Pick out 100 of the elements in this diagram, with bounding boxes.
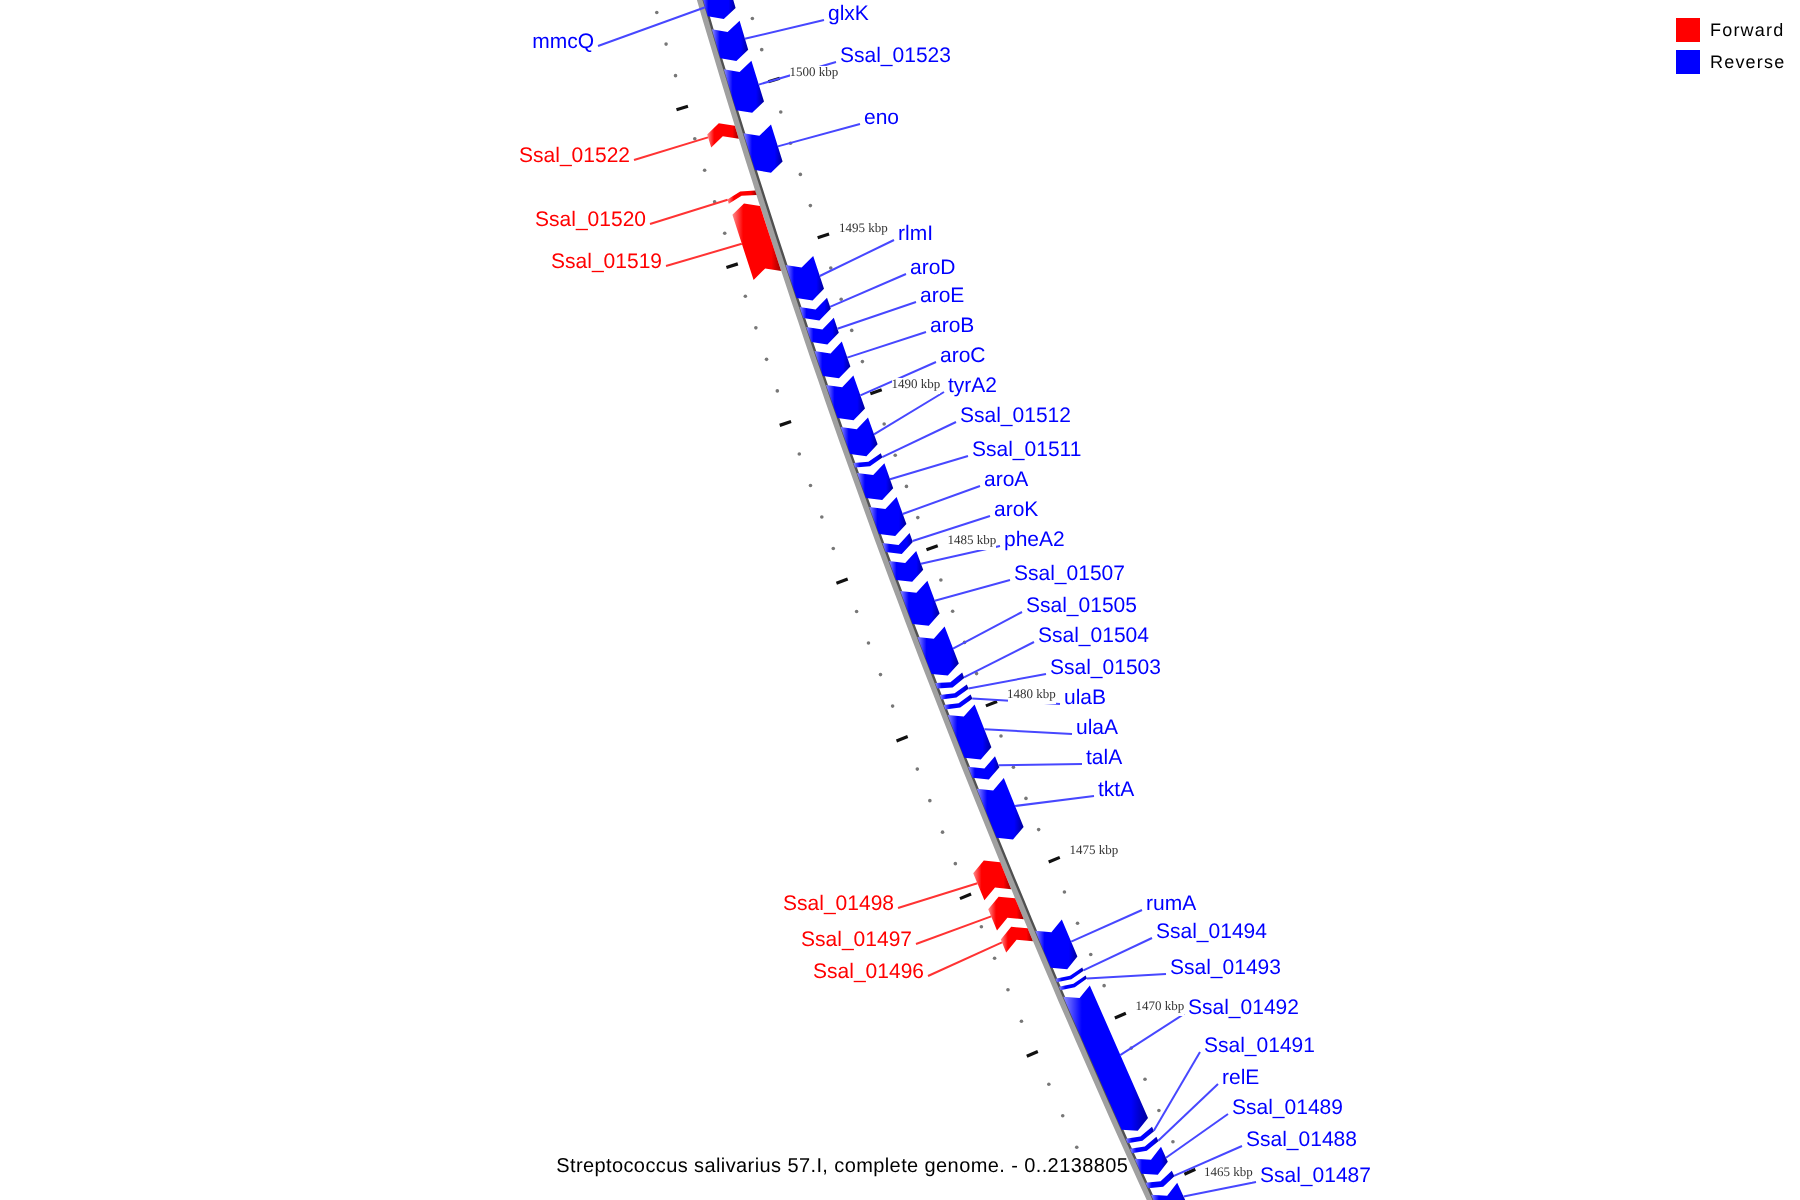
gene-label: Ssal_01492: [1188, 996, 1299, 1020]
gene-label: pheA2: [1004, 528, 1065, 552]
legend-label: Reverse: [1710, 51, 1786, 73]
gene-block: [853, 453, 883, 468]
gene-block: [968, 756, 1000, 780]
gene-block: [1145, 1170, 1175, 1189]
caption: Streptococcus salivarius 57.I, complete genome. - 0..2138805: [556, 1156, 1129, 1180]
gene-label: Ssal_01494: [1156, 920, 1267, 944]
gene-label: Ssal_01503: [1050, 656, 1161, 680]
gene-label: aroE: [920, 284, 965, 308]
gene-block: [700, 0, 736, 19]
gene-label: Ssal_01497: [801, 928, 912, 952]
gene-block: [723, 60, 764, 113]
gene-block: [1151, 1182, 1187, 1200]
gene-block: [973, 860, 1012, 901]
gene-label: aroA: [984, 468, 1029, 492]
leader-line: [997, 763, 1083, 767]
gene-block: [935, 672, 965, 689]
gene-label: tyrA2: [948, 374, 998, 398]
gene-block: [826, 375, 865, 421]
gene-label: Ssal_01520: [535, 208, 646, 232]
gene-label: aroD: [910, 256, 956, 280]
leader-line: [818, 239, 895, 277]
gene-label: aroC: [940, 344, 986, 368]
gene-label: Ssal_01519: [551, 250, 662, 274]
gene-label: eno: [864, 106, 900, 130]
leader-line: [1165, 1113, 1229, 1159]
gene-block: [814, 341, 851, 379]
gene-block: [1055, 967, 1084, 983]
gene-label: Ssal_01496: [813, 960, 924, 984]
gene-label: Ssal_01487: [1260, 1164, 1371, 1188]
gene-label: Ssal_01511: [972, 438, 1082, 462]
gene-block: [1059, 975, 1087, 991]
leader-line: [597, 6, 707, 47]
gene-block: [806, 317, 839, 345]
gene-label: ulaB: [1064, 686, 1107, 710]
gene-label: Ssal_01489: [1232, 1096, 1343, 1120]
gene-label: ulaA: [1076, 716, 1119, 740]
gene-label: rumA: [1146, 892, 1197, 916]
leader-line: [927, 941, 1003, 977]
leader-line: [1085, 973, 1167, 980]
leader-line: [665, 242, 743, 267]
gene-block: [1000, 926, 1033, 953]
leader-line: [897, 882, 979, 909]
gene-block: [943, 694, 973, 710]
gene-label: Ssal_01493: [1170, 956, 1281, 980]
leader-line: [1070, 909, 1143, 943]
gene-label: glxK: [828, 2, 869, 26]
gene-label: aroB: [930, 314, 975, 338]
gene-label: Ssal_01504: [1038, 624, 1149, 648]
leader-line: [829, 273, 907, 308]
leader-line: [1157, 1083, 1219, 1142]
gene-label: aroK: [994, 498, 1039, 522]
leader-line: [901, 485, 981, 515]
leader-line: [776, 123, 861, 148]
gene-label: relE: [1222, 1066, 1260, 1090]
gene-label: Ssal_01505: [1026, 594, 1137, 618]
leader-line: [881, 421, 957, 459]
leader-line: [743, 19, 825, 40]
leader-line: [649, 198, 729, 225]
leader-line: [933, 579, 1011, 602]
leader-line: [846, 331, 927, 359]
leader-line: [873, 391, 945, 436]
leader-line: [859, 361, 937, 397]
leader-line: [889, 455, 969, 481]
gene-block: [1125, 1126, 1154, 1144]
leader-line: [633, 136, 709, 161]
gene-label: rlmI: [898, 222, 933, 246]
gene-block: [707, 123, 739, 148]
leader-line: [952, 611, 1023, 650]
gene-label: talA: [1086, 746, 1123, 770]
leader-line: [983, 728, 1073, 735]
gene-block: [1134, 1146, 1168, 1175]
gene-block: [743, 124, 783, 173]
leader-line: [1014, 795, 1095, 807]
gene-block: [889, 551, 924, 582]
leader-line: [836, 301, 917, 330]
leader-line: [911, 515, 991, 542]
gene-block: [900, 580, 940, 626]
legend-label: Forward: [1710, 19, 1785, 41]
gene-label: mmcQ: [532, 30, 594, 54]
leader-line: [1082, 937, 1153, 972]
gene-label: Ssal_01488: [1246, 1128, 1357, 1152]
gene-label: Ssal_01498: [783, 892, 894, 916]
leader-line: [1173, 1145, 1243, 1177]
gene-block: [799, 297, 831, 321]
gene-label: Ssal_01522: [519, 144, 630, 168]
gene-label: Ssal_01507: [1014, 562, 1125, 586]
leader-line: [1152, 1051, 1201, 1132]
gene-block: [939, 684, 969, 700]
gene-label: Ssal_01512: [960, 404, 1071, 428]
leader-line: [1119, 1013, 1185, 1057]
gene-block: [988, 896, 1024, 931]
gene-block: [1130, 1136, 1159, 1154]
leader-line: [967, 673, 1047, 690]
leader-line: [920, 545, 1001, 565]
leader-line: [915, 915, 993, 945]
leader-line: [963, 641, 1035, 679]
gene-label: Ssal_01523: [840, 44, 951, 68]
leader-line: [1182, 1181, 1257, 1198]
